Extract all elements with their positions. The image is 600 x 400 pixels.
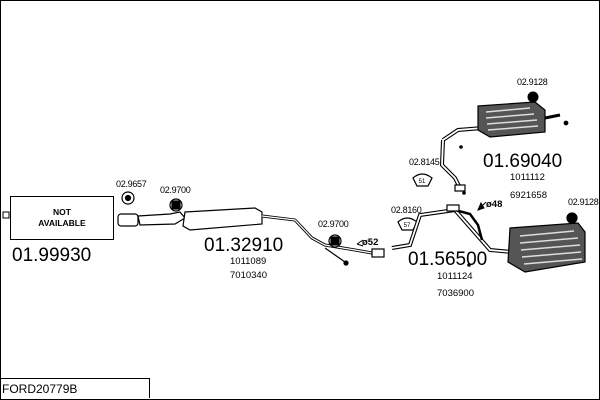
rear-silencer-bottom-ref2: 7036900 — [437, 288, 474, 299]
rear-bottom-bolt — [467, 263, 471, 267]
not-available-line-2: AVAILABLE — [38, 218, 86, 228]
rear-silencer-bottom-assembly — [391, 204, 586, 273]
inlet-connector — [2, 211, 10, 219]
part-number-rear-silencer-top: 01.69040 — [483, 151, 563, 172]
rear-silencer-bottom-ref1: 1011124 — [437, 271, 473, 282]
fitting-label-2: 02.9700 — [160, 185, 191, 195]
diagram-code: FORD20779B — [2, 381, 78, 396]
rear-bottom-sleeve — [446, 204, 460, 212]
middle-silencer-assembly — [117, 207, 385, 266]
middle-hanger-rod — [324, 247, 346, 263]
rear-silencer-top-ref2: 6921658 — [510, 190, 547, 201]
dimension-48: ø48 — [486, 199, 503, 210]
fitting-label-3: 02.9700 — [318, 219, 349, 229]
front-pipe-section — [137, 211, 186, 226]
middle-silencer-ref1: 1011089 — [230, 256, 267, 267]
rear-bottom-hanger-icon — [566, 212, 578, 224]
not-available-line-1: NOT — [53, 206, 71, 217]
fitting-label-6: 02.9128 — [517, 77, 548, 87]
middle-hanger-end — [343, 260, 349, 266]
clamp-icon — [412, 173, 433, 187]
svg-text:51: 51 — [419, 179, 426, 185]
fitting-icons-left — [121, 191, 342, 248]
rear-silencer-top-assembly — [439, 101, 569, 192]
diagram-code-box: FORD20779B — [0, 378, 150, 398]
fitting-icons-right: 51 57 — [397, 173, 433, 231]
part-number-rear-silencer-bottom: 01.56500 — [408, 249, 488, 270]
part-number-front-pipe: 01.99930 — [12, 245, 92, 266]
svg-text:57: 57 — [404, 223, 411, 229]
front-flange — [117, 213, 139, 227]
fitting-label-1: 02.9657 — [116, 179, 147, 189]
dimension-52: ø52 — [362, 237, 379, 248]
rear-silencer-top-ref1: 1011112 — [510, 172, 545, 183]
dimension-arrows — [356, 201, 487, 247]
part-number-middle-silencer: 01.32910 — [204, 235, 284, 256]
rear-top-bolt — [459, 145, 463, 149]
fitting-label-5: 02.8160 — [391, 205, 422, 215]
rear-top-hanger-icon — [527, 91, 539, 103]
middle-outlet-sleeve — [371, 248, 385, 258]
fitting-label-7: 02.9128 — [568, 197, 599, 207]
rear-top-sleeve — [454, 184, 466, 192]
middle-silencer-body — [182, 207, 263, 231]
middle-silencer-ref2: 7010340 — [230, 270, 267, 281]
fitting-label-4: 02.8145 — [409, 157, 440, 167]
not-available-box: NOT AVAILABLE — [10, 196, 114, 240]
